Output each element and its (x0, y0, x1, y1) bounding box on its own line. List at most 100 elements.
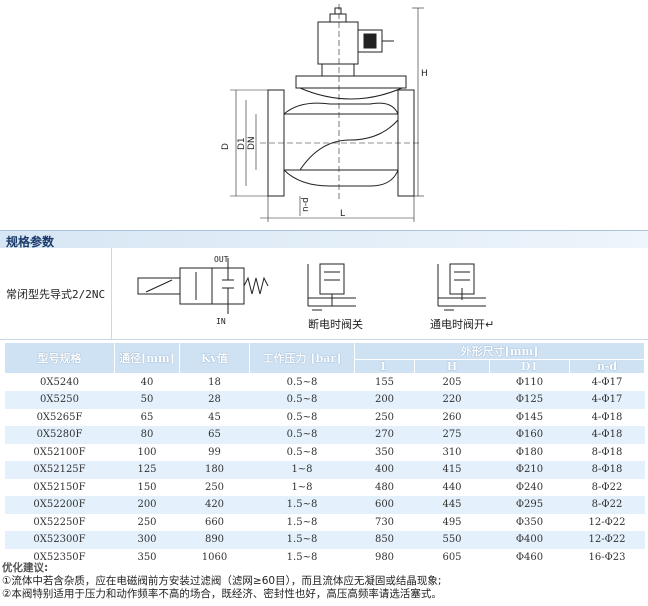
cell-kv: 1060 (201, 551, 228, 563)
col-header-dimensions: 外形尺寸[mm] (354, 342, 645, 360)
cell-kv: 890 (179, 531, 250, 549)
cell-bore: 50 (114, 391, 180, 409)
valve-type-label: 常闭型先导式2/2NC (0, 248, 112, 340)
cell-model: 0X52100F (33, 446, 86, 458)
col-header-d1: D1 (489, 359, 570, 374)
cell-nd: 4-Φ17 (591, 377, 623, 388)
cell-l: 980 (374, 551, 395, 563)
cell-nd: 8-Φ22 (569, 496, 645, 514)
cell-model: 0X5240 (40, 377, 79, 388)
cell-pressure: 0.5~8 (249, 391, 355, 409)
cell-kv: 420 (179, 496, 250, 514)
cell-h: 605 (442, 551, 462, 563)
col-header-model: 型号规格 (4, 342, 115, 374)
dim-label-h: H (421, 69, 428, 79)
cell-nd: 12-Φ22 (569, 531, 645, 549)
optimization-notes: 优化建议: ①流体中若含杂质，应在电磁阀前方安装过滤阀（滤网≥60目），而且流体… (2, 562, 646, 601)
cell-l: 480 (374, 481, 395, 493)
cell-d1: Φ460 (515, 551, 544, 563)
valve-symbol-schematics: OUT IN 断电时阀关 通电时阀开↵ (137, 255, 494, 331)
cell-bore: 250 (137, 516, 157, 528)
spec-section-header: 规格参数 (0, 230, 648, 249)
note-item: ②本阀特别适用于压力和动作频率不高的场合，既经济、密封性也好，高压高频率请选活塞… (2, 588, 442, 600)
valve-technical-drawing: H D D1 DN n-d L (221, 4, 428, 222)
dim-label-dn: DN (247, 136, 257, 150)
dim-label-l: L (340, 209, 345, 219)
note-item: ①流体中若含杂质，应在电磁阀前方安装过滤阀（滤网≥60目），而且流体应无凝固或结… (2, 575, 442, 587)
cell-bore: 125 (114, 461, 180, 479)
cell-kv: 28 (179, 391, 250, 409)
section-title: 规格参数 (6, 235, 55, 249)
cell-kv: 45 (208, 411, 221, 423)
cell-model: 0X5250 (4, 391, 115, 409)
cell-h: 310 (442, 446, 462, 458)
cell-l: 730 (374, 516, 395, 528)
dim-label-d1: D1 (237, 137, 247, 150)
cell-h: 415 (414, 461, 490, 479)
cell-h: 220 (414, 391, 490, 409)
spec-table: 型号规格 通径[mm] Kv值 工作压力 [bar] 外形尺寸[mm] L H … (4, 342, 645, 566)
valve-type-row: 常闭型先导式2/2NC (0, 248, 648, 340)
cell-pressure: 0.5~8 (286, 377, 318, 388)
notes-title: 优化建议: (2, 562, 49, 574)
col-header-nd: n-d (569, 359, 645, 374)
cell-pressure: 1.5~8 (286, 516, 318, 528)
cell-d1: Φ180 (515, 446, 544, 458)
open-state-caption: 通电时阀开↵ (430, 317, 494, 331)
cell-kv: 250 (204, 481, 225, 493)
cell-kv: 99 (208, 446, 221, 458)
cell-l: 155 (374, 377, 395, 388)
out-port-label: OUT (214, 255, 229, 264)
cell-d1: Φ350 (515, 516, 544, 528)
cell-d1: Φ160 (489, 426, 570, 444)
cell-h: 205 (442, 377, 462, 388)
cell-l: 250 (374, 411, 395, 423)
dim-label-d: D (221, 143, 231, 150)
col-header-l: L (354, 359, 415, 374)
cell-l: 350 (374, 446, 395, 458)
cell-d1: Φ240 (515, 481, 544, 493)
cell-h: 275 (414, 426, 490, 444)
cell-l: 200 (354, 391, 415, 409)
cell-pressure: 0.5~8 (286, 446, 318, 458)
cell-pressure: 0.5~8 (286, 411, 318, 423)
cell-model: 0X52300F (4, 531, 115, 549)
in-port-label: IN (216, 317, 226, 326)
cell-d1: Φ400 (489, 531, 570, 549)
cell-bore: 65 (140, 411, 154, 423)
cell-nd: 16-Φ23 (588, 551, 626, 563)
cell-l: 270 (354, 426, 415, 444)
cell-nd: 4-Φ17 (569, 391, 645, 409)
cell-pressure: 1~8 (291, 481, 313, 493)
cell-bore: 80 (114, 426, 180, 444)
cell-model: 0X5280F (4, 426, 115, 444)
cell-model: 0X52200F (4, 496, 115, 514)
cell-nd: 4-Φ18 (569, 426, 645, 444)
cell-d1: Φ125 (489, 391, 570, 409)
cell-bore: 350 (137, 551, 157, 563)
cell-bore: 100 (137, 446, 157, 458)
cell-kv: 18 (208, 377, 221, 388)
cell-h: 445 (414, 496, 490, 514)
col-header-pressure: 工作压力 [bar] (249, 342, 355, 374)
cell-kv: 660 (204, 516, 225, 528)
cell-d1: Φ110 (515, 377, 544, 388)
cell-kv: 180 (179, 461, 250, 479)
cell-h: 260 (442, 411, 462, 423)
cell-pressure: 1.5~8 (249, 531, 355, 549)
cell-pressure: 1.5~8 (286, 551, 318, 563)
col-header-h: H (414, 359, 490, 374)
cell-l: 850 (354, 531, 415, 549)
col-header-kv: Kv值 (179, 342, 250, 374)
col-header-bore: 通径[mm] (114, 342, 180, 374)
